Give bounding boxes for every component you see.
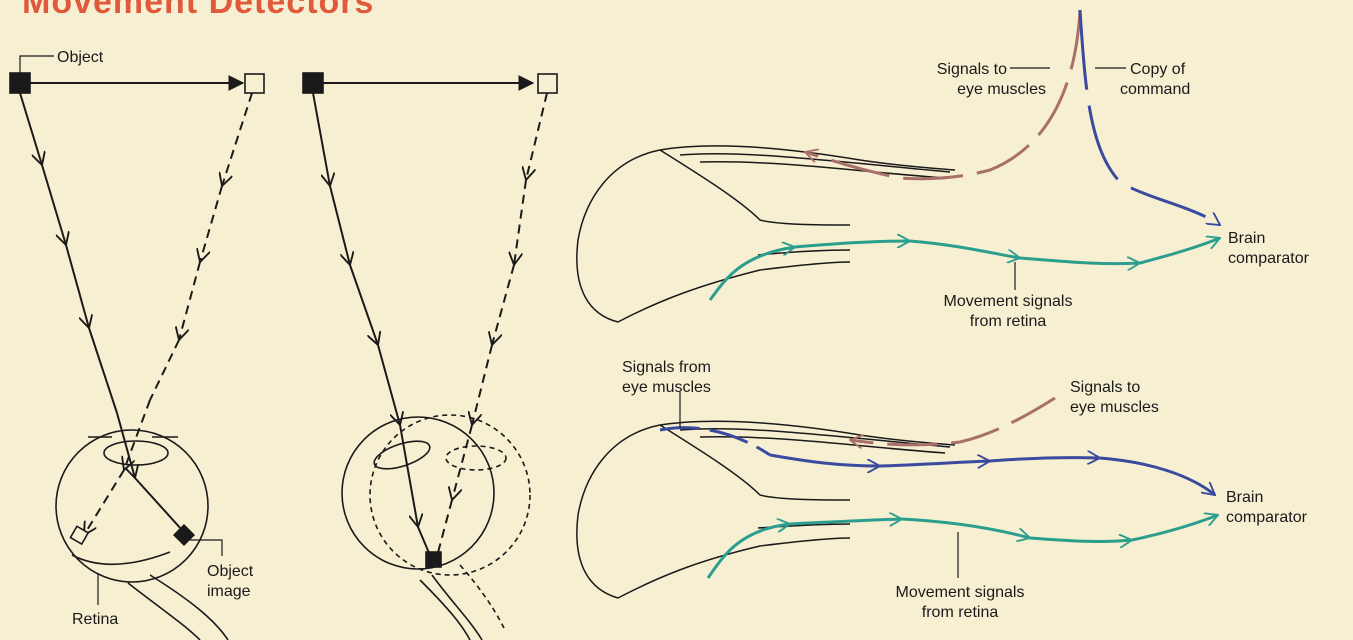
label-object-image-1: Object — [207, 563, 254, 580]
bottom-leaders — [680, 392, 958, 578]
label-top-to-muscles-1: Signals to — [937, 61, 1007, 78]
object-image-marker — [174, 525, 194, 545]
label-bottom-brain-2: comparator — [1226, 509, 1308, 526]
bottom-retina-signal-path — [708, 515, 1218, 578]
eyeball — [56, 430, 208, 582]
object-marker — [10, 73, 30, 93]
label-object: Object — [57, 49, 104, 66]
dashed-light-ray — [84, 93, 252, 535]
label-top-brain-2: comparator — [1228, 250, 1310, 267]
label-copy-command-1: Copy of — [1130, 61, 1186, 78]
image-marker-2 — [426, 552, 441, 567]
label-bottom-brain-1: Brain — [1226, 489, 1263, 506]
solid-light-ray-2 — [313, 93, 432, 560]
label-bottom-from-muscles-2: eye muscles — [622, 379, 711, 396]
label-object-image-2: image — [207, 583, 251, 600]
solid-light-ray — [20, 93, 182, 530]
eyeball-rotated — [370, 415, 530, 575]
panel-bottom-eye — [577, 392, 1218, 598]
moved-image-marker — [70, 526, 88, 544]
top-leaders — [1010, 68, 1126, 290]
panel-top-eye — [577, 10, 1220, 322]
label-bottom-movement-2: from retina — [922, 604, 999, 621]
panel-moving-eye — [303, 73, 557, 640]
lens — [104, 441, 168, 465]
eye-outline-bottom — [577, 421, 955, 598]
top-copy-command-path — [1080, 10, 1220, 225]
lens-rotated — [446, 446, 506, 470]
label-bottom-to-muscles-1: Signals to — [1070, 379, 1140, 396]
label-bottom-to-muscles-2: eye muscles — [1070, 399, 1159, 416]
label-top-brain-1: Brain — [1228, 230, 1265, 247]
panel-fixed-eye — [10, 56, 264, 640]
label-top-movement-2: from retina — [970, 313, 1047, 330]
object-marker-2 — [303, 73, 323, 93]
label-top-to-muscles-2: eye muscles — [957, 81, 1046, 98]
label-copy-command-2: command — [1120, 81, 1190, 98]
moved-object-marker-2 — [538, 74, 557, 93]
moved-object-marker — [245, 74, 264, 93]
label-bottom-movement-1: Movement signals — [896, 584, 1025, 601]
label-retina: Retina — [72, 611, 118, 628]
eyeball-initial — [342, 417, 494, 569]
optic-nerve-2 — [420, 575, 482, 640]
eye-outline-top — [577, 146, 955, 322]
label-top-movement-1: Movement signals — [944, 293, 1073, 310]
label-bottom-from-muscles-1: Signals from — [622, 359, 711, 376]
top-retina-signal-path — [710, 238, 1220, 300]
object-leader-line — [20, 56, 54, 73]
optic-nerve-2-dashed — [460, 565, 505, 630]
retina-arc — [72, 552, 170, 564]
